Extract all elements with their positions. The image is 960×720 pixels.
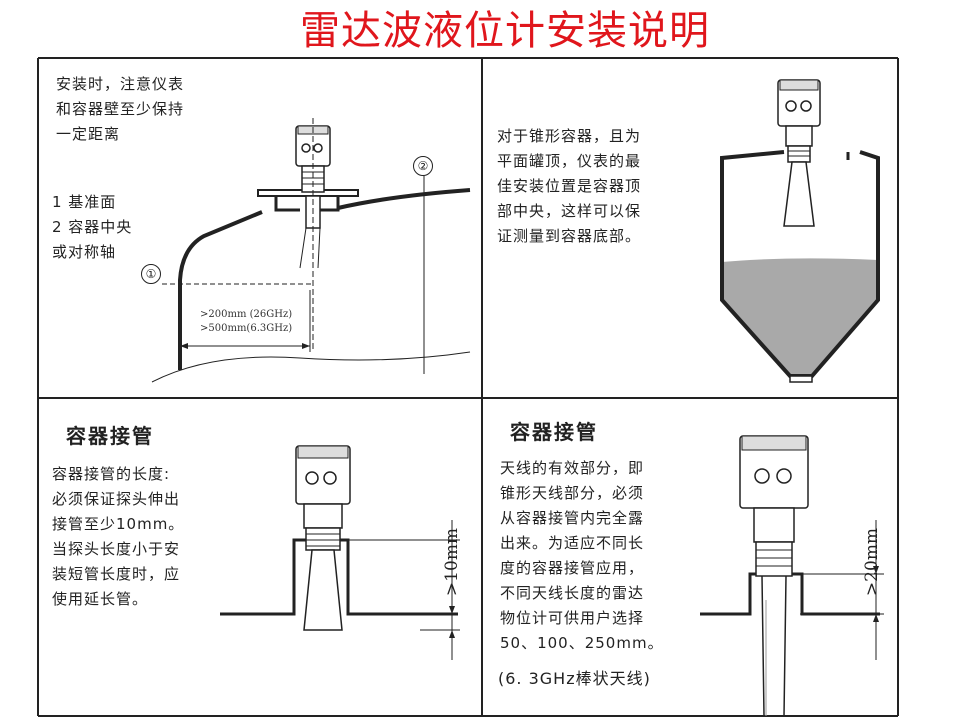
nozzle-length-note: 容器接管的长度: 必须保证探头伸出 接管至少10mm。 当探头长度小于安 装短管… xyxy=(52,465,185,608)
nozzle-heading-left: 容器接管 xyxy=(66,424,154,448)
nozzle-heading-right: 容器接管 xyxy=(510,420,598,444)
page-title: 雷达波液位计安装说明 xyxy=(300,8,710,54)
cone-tank-note: 对于锥形容器，且为 平面罐顶，仪表的最 佳安装位置是容器顶 部中央，这样可以保 … xyxy=(497,127,642,245)
tank-center-marker: ② xyxy=(413,156,433,176)
distance-label-26ghz: >200mm (26GHz) xyxy=(200,309,293,320)
installation-distance-note: 安装时，注意仪表 和容器壁至少保持 一定距离 xyxy=(56,75,185,143)
antenna-exposure-note: 天线的有效部分，即 锥形天线部分，必须 从容器接管内完全露 出来。为适应不同长 … xyxy=(500,459,664,652)
rod-antenna-footnote: (6. 3GHz棒状天线) xyxy=(498,669,651,688)
reference-plane-marker: ① xyxy=(141,264,161,284)
reference-legend: 1 基准面 2 容器中央 或对称轴 xyxy=(52,193,133,261)
nozzle-height-label: >20mm xyxy=(862,527,883,597)
distance-label-6ghz: >500mm(6.3GHz) xyxy=(200,323,293,334)
